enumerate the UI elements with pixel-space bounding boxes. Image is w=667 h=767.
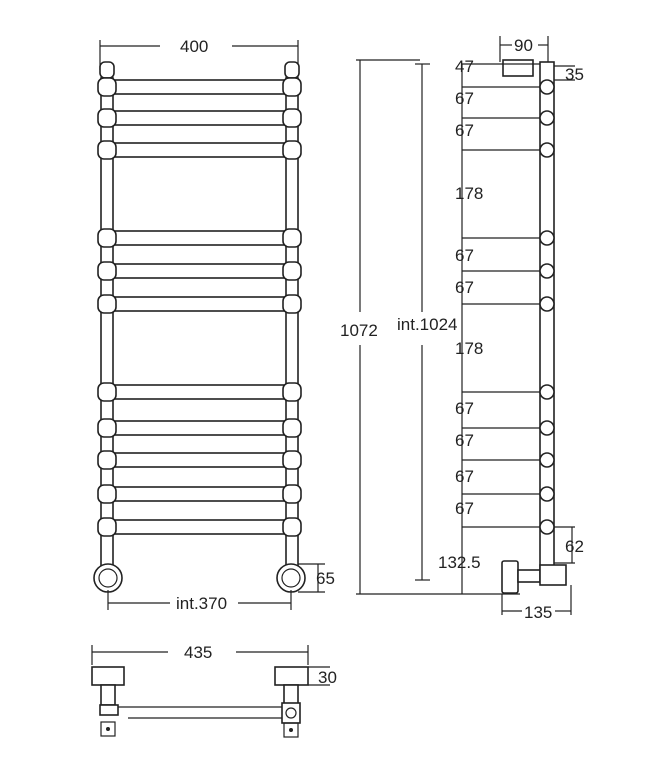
bar-joint-left bbox=[97, 382, 117, 402]
left-cap bbox=[99, 61, 115, 79]
spacing-dimension: 67 bbox=[455, 431, 474, 450]
valve-depth-dimension: 135 bbox=[524, 603, 552, 622]
total-height-dimension: 1072 bbox=[340, 321, 378, 340]
side-bars: 47 67 67 178 67 67 178 67 67 67 67 132.5 bbox=[438, 57, 555, 572]
inner-width-dimension: int.370 bbox=[176, 594, 227, 613]
bar-section bbox=[539, 263, 555, 279]
bar-joint-left bbox=[97, 108, 117, 128]
bar-section bbox=[539, 420, 555, 436]
bar-joint-left bbox=[97, 228, 117, 248]
spacing-dimension: 178 bbox=[455, 184, 483, 203]
towel-bar bbox=[112, 452, 287, 468]
spacing-dimension: 67 bbox=[455, 89, 474, 108]
bar-joint-right bbox=[282, 261, 302, 281]
bar-joint-left bbox=[97, 517, 117, 537]
bar-joint-right bbox=[282, 77, 302, 97]
bar-joint-right bbox=[282, 140, 302, 160]
valve-icon bbox=[285, 707, 297, 719]
towel-bar bbox=[112, 142, 287, 158]
bar-joint-left bbox=[97, 77, 117, 97]
bar-joint-right bbox=[282, 294, 302, 314]
right-bracket bbox=[274, 666, 309, 686]
bar-joint-left bbox=[97, 140, 117, 160]
towel-bar bbox=[112, 79, 287, 95]
bottom-offset-dimension: 62 bbox=[565, 537, 584, 556]
towel-bars bbox=[97, 77, 302, 537]
spacing-dimension: 47 bbox=[455, 57, 474, 76]
bar-joint-left bbox=[97, 450, 117, 470]
front-view: 400 int.370 65 bbox=[93, 37, 335, 613]
bar-joint-right bbox=[282, 450, 302, 470]
towel-bar bbox=[112, 230, 287, 246]
bracket-dimension: 30 bbox=[318, 668, 337, 687]
bar-joint-right bbox=[282, 228, 302, 248]
bar-joint-right bbox=[282, 484, 302, 504]
right-valve-icon bbox=[276, 563, 306, 593]
bar-section bbox=[539, 486, 555, 502]
top-offset-dimension: 35 bbox=[565, 65, 584, 84]
towel-bar bbox=[112, 519, 287, 535]
towel-bar bbox=[112, 296, 287, 312]
bar-joint-right bbox=[282, 108, 302, 128]
spacing-dimension: 67 bbox=[455, 278, 474, 297]
towel-bar bbox=[112, 110, 287, 126]
top-width-dimension: 435 bbox=[184, 643, 212, 662]
wall-valve bbox=[501, 560, 519, 594]
wall-bracket-top bbox=[502, 59, 534, 77]
right-cap bbox=[284, 61, 300, 79]
bar-section bbox=[539, 296, 555, 312]
top-depth-dimension: 90 bbox=[514, 36, 533, 55]
bar-joint-right bbox=[282, 382, 302, 402]
valve-body bbox=[539, 564, 567, 586]
bar-section bbox=[539, 452, 555, 468]
inner-height-dimension: int.1024 bbox=[397, 315, 458, 334]
side-view: 1072 int.1024 90 35 47 67 67 178 67 67 178 67 67… bbox=[340, 36, 584, 622]
spacing-dimension: 67 bbox=[455, 246, 474, 265]
towel-bar bbox=[112, 384, 287, 400]
spacing-dimension: 67 bbox=[455, 499, 474, 518]
left-valve-icon bbox=[93, 563, 123, 593]
bar-section bbox=[539, 79, 555, 95]
bar-joint-left bbox=[97, 294, 117, 314]
spacing-dimension: 67 bbox=[455, 399, 474, 418]
bar-joint-right bbox=[282, 418, 302, 438]
pipe-height-dimension: 65 bbox=[316, 569, 335, 588]
bar-joint-left bbox=[97, 418, 117, 438]
side-rail bbox=[539, 61, 555, 583]
spacing-dimension: 67 bbox=[455, 121, 474, 140]
bar-section bbox=[539, 110, 555, 126]
towel-bar bbox=[112, 486, 287, 502]
spacing-dimension: 67 bbox=[455, 467, 474, 486]
bar-section bbox=[539, 230, 555, 246]
bar-section bbox=[539, 142, 555, 158]
spacing-dimension: 178 bbox=[455, 339, 483, 358]
spacing-dimension: 132.5 bbox=[438, 553, 481, 572]
bar-joint-left bbox=[97, 484, 117, 504]
width-dimension: 400 bbox=[180, 37, 208, 56]
bar-section bbox=[539, 519, 555, 535]
bar-joint-left bbox=[97, 261, 117, 281]
left-bracket bbox=[91, 666, 125, 686]
bar-section bbox=[539, 384, 555, 400]
towel-bar bbox=[112, 263, 287, 279]
bar-joint-right bbox=[282, 517, 302, 537]
towel-bar bbox=[112, 420, 287, 436]
top-view: 435 30 bbox=[91, 643, 337, 738]
